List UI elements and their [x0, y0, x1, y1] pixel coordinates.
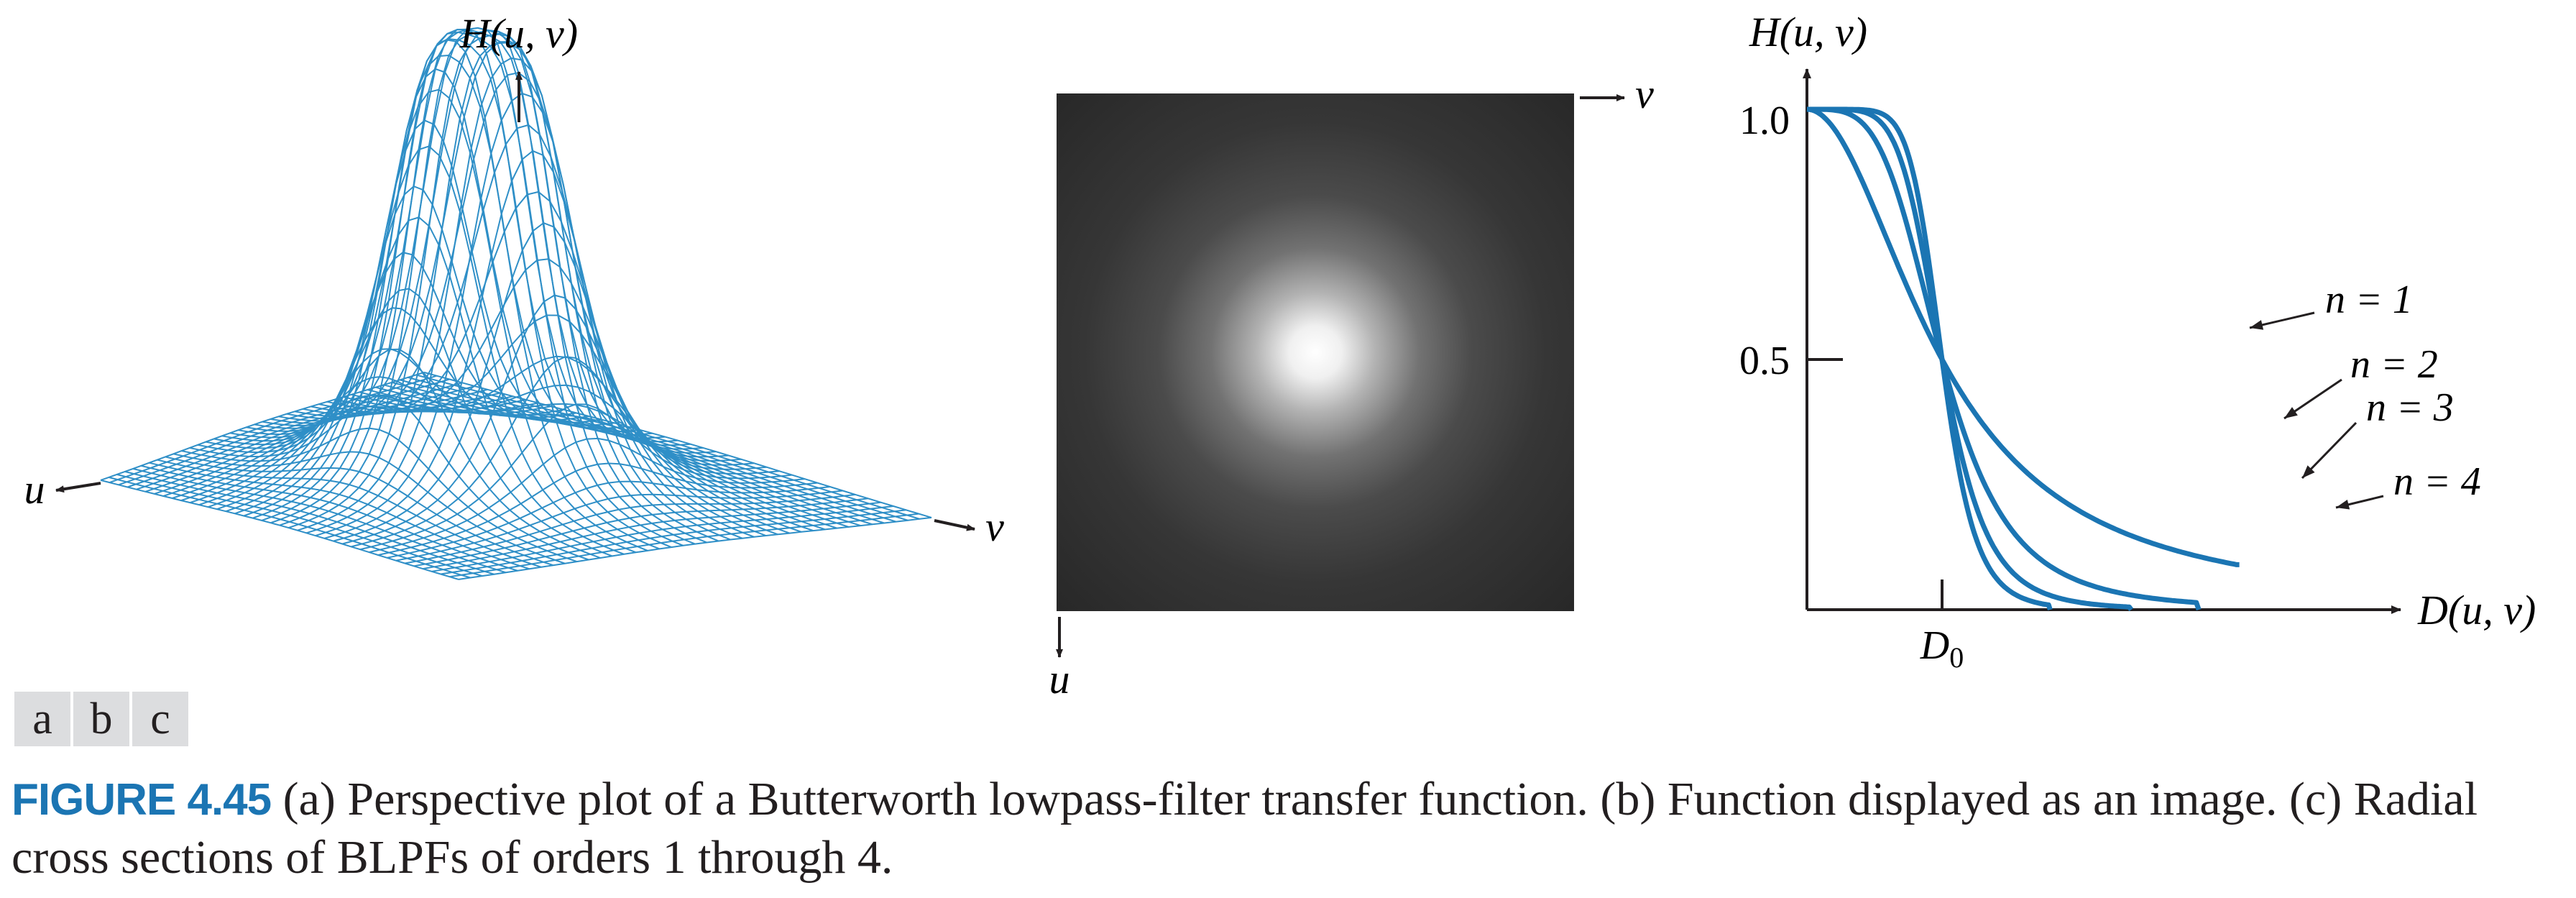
mesh-line: [124, 470, 494, 575]
mesh-line: [383, 384, 873, 526]
mesh-line: [391, 381, 885, 524]
filter-image: [1057, 93, 1574, 611]
curve-label-n3: n = 3: [2366, 385, 2454, 430]
x-axis-title: D(u, v): [2417, 587, 2536, 633]
curve-label-arrowhead-n4: [2336, 499, 2350, 510]
mesh-line: [100, 371, 425, 481]
mesh-line: [118, 378, 450, 486]
mesh-line: [324, 150, 742, 539]
image-u-axis-label: u: [1049, 656, 1070, 702]
curve-label-arrowhead-n3: [2302, 465, 2315, 478]
curve-n2: [1806, 106, 2202, 611]
mesh-line: [367, 389, 850, 528]
mesh-line: [408, 376, 908, 521]
curve-n1: [1806, 106, 2240, 567]
mesh-line: [136, 385, 475, 490]
curve-label-arrowhead-n1: [2250, 320, 2264, 330]
mesh-line: [270, 27, 707, 544]
panel-letter-labels: a b c: [14, 692, 188, 746]
figure-caption: FIGURE 4.45 (a) Perspective plot of a Bu…: [12, 771, 2570, 886]
mesh-line: [423, 501, 881, 570]
figure-number: FIGURE 4.45: [12, 775, 272, 825]
mesh-line: [149, 462, 530, 570]
panel-label-b: b: [73, 692, 129, 746]
mesh-line: [423, 371, 932, 518]
u-axis-label: u: [24, 466, 45, 513]
mesh-line: [246, 38, 672, 549]
curve-label-n4: n = 4: [2393, 459, 2481, 504]
panel-label-a: a: [14, 692, 70, 746]
curve-label-n1: n = 1: [2325, 278, 2413, 322]
mesh-line: [359, 391, 837, 529]
mesh-line: [157, 459, 542, 568]
mesh-line: [172, 398, 526, 499]
mesh-line: [351, 393, 826, 531]
mesh-plot-svg: H(u, v) u v: [24, 10, 1004, 580]
panel-a-perspective-plot: H(u, v) u v: [0, 0, 1035, 647]
panel-label-c: c: [132, 692, 188, 746]
mesh-line: [238, 54, 660, 550]
caption-text: (a) Perspective plot of a Butterworth lo…: [12, 773, 2478, 884]
mesh-line: [400, 379, 896, 523]
image-v-axis-label: v: [1635, 70, 1654, 117]
curve-label-arrowhead-n2: [2284, 407, 2298, 418]
mesh-line: [109, 375, 437, 484]
image-panel-svg: v u: [1049, 70, 1655, 702]
y-tick-label-1: 1.0: [1739, 98, 1790, 143]
cross-section-svg: 1.0 0.5 D0 H(u, v) D(u, v) n = 1n = 2n =…: [1739, 9, 2536, 674]
mesh-line: [252, 39, 640, 519]
butterworth-mesh-surface: [100, 27, 932, 580]
mesh-line: [415, 374, 920, 520]
curve-n3: [1806, 106, 2134, 612]
mesh-line: [335, 355, 802, 533]
panel-b-image-display: v u: [1006, 0, 1696, 705]
curve-label-n2: n = 2: [2350, 342, 2438, 387]
mesh-line: [262, 28, 696, 545]
z-axis-label: H(u, v): [459, 10, 578, 57]
y-tick-label-05: 0.5: [1739, 339, 1790, 383]
u-axis-arrow: [55, 482, 101, 493]
curve-n4: [1806, 106, 2053, 611]
v-axis-label: v: [985, 503, 1004, 550]
mesh-line: [126, 382, 463, 488]
y-axis-title: H(u, v): [1749, 9, 1867, 55]
mesh-line: [132, 467, 507, 574]
x-tick-label-d0: D0: [1920, 623, 1964, 674]
curve-group: n = 1 n = 2n = 3 n = 4: [1806, 106, 2481, 612]
mesh-line: [144, 388, 488, 492]
v-axis-arrow: [934, 519, 975, 531]
